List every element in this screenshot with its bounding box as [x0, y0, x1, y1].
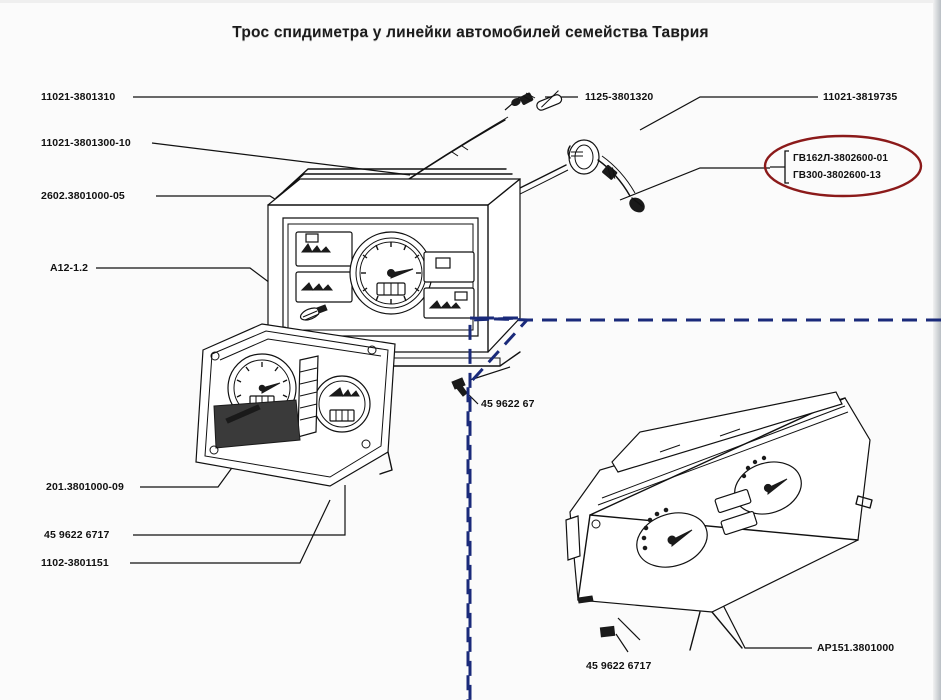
label-11021-3801310: 11021-3801310: [41, 91, 116, 103]
label-2602-3801000-05: 2602.3801000-05: [41, 190, 125, 202]
speedometer-cable-upper: [399, 90, 563, 187]
inset-region-border-path: [466, 318, 941, 700]
bulb-a12: [299, 304, 328, 321]
instrument-cluster-underside-view: [565, 391, 873, 653]
highlight-part-1: ГВ162Л-3802600-01: [793, 153, 889, 164]
screw-center: [451, 377, 479, 405]
right-edge-strip: [933, 0, 941, 700]
label-1125-3801320: 1125-3801320: [585, 91, 654, 103]
label-a12-bulb: A12-1.2: [50, 262, 89, 274]
label-11021-3801300-10: 11021-3801300-10: [41, 137, 131, 149]
highlight-part-2: ГВ300-3802600-13: [793, 170, 881, 181]
label-45-9622-6717-left: 45 9622 6717: [44, 529, 110, 541]
cable-ferrule-sleeve: [536, 90, 563, 111]
rear-vent-strip: [297, 355, 319, 438]
label-45-9622-67: 45 9622 67: [481, 398, 535, 410]
label-1102-3801151: 1102-3801151: [41, 557, 109, 569]
instrument-cluster-front-view: [266, 168, 521, 367]
speedometer-dial: [349, 231, 433, 315]
highlight-ellipse: [763, 134, 923, 198]
instrument-cluster-rear-view: [195, 323, 396, 487]
label-ap151-3801000: AP151.3801000: [817, 642, 895, 654]
page-title: Трос спидиметра у линейки автомобилей се…: [232, 24, 709, 41]
label-11021-3819735: 11021-3819735: [823, 91, 898, 103]
cable-grommet: [567, 139, 600, 175]
label-45-9622-6717-inset: 45 9622 6717: [586, 660, 652, 672]
callout-bracket: [784, 150, 789, 184]
inset-dial-left: [636, 507, 708, 568]
label-201-3801000-09: 201.3801000-09: [46, 481, 124, 493]
top-edge-strip: [0, 0, 941, 3]
rear-gauge-right: [313, 375, 371, 433]
